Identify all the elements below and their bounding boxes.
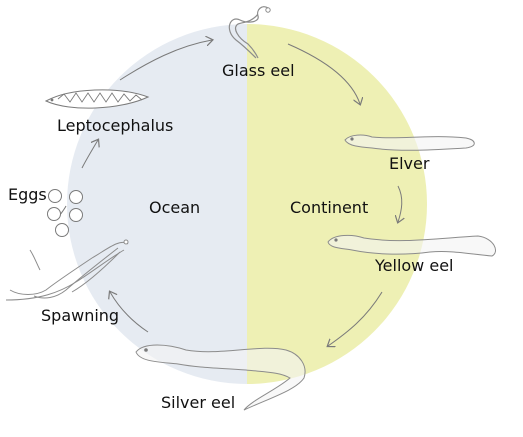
arrow-yellow-to-silver <box>328 291 383 346</box>
glass-eel-illustration <box>228 6 269 59</box>
yellow-eel-illustration <box>327 234 496 257</box>
continent-region <box>247 24 427 384</box>
arrow-elver-to-yellow <box>398 185 402 222</box>
arrow-glass-to-elver <box>287 43 360 104</box>
label-spawning: Spawning <box>41 306 120 325</box>
label-silver-eel: Silver eel <box>161 393 236 412</box>
label-continent: Continent <box>290 198 369 217</box>
label-yellow-eel: Yellow eel <box>375 256 454 275</box>
eggs-illustration <box>47 189 83 237</box>
egg <box>69 190 83 204</box>
egg <box>47 207 61 221</box>
egg <box>69 208 83 222</box>
label-elver: Elver <box>389 154 430 173</box>
silver-eel-illustration <box>135 344 306 411</box>
egg <box>55 223 69 237</box>
leptocephalus-illustration <box>44 89 150 109</box>
arrow-silver-to-spawning <box>110 292 149 333</box>
arrow-leptocephalus-to-glass <box>119 40 212 81</box>
label-ocean: Ocean <box>149 198 201 217</box>
label-leptocephalus: Leptocephalus <box>57 116 174 135</box>
elver-illustration <box>344 134 475 151</box>
spawning-illustration <box>5 239 129 301</box>
label-eggs: Eggs <box>8 185 47 204</box>
arrow-eggs-to-leptocephalus <box>81 140 98 169</box>
egg <box>48 189 62 203</box>
label-glass-eel: Glass eel <box>222 61 295 80</box>
